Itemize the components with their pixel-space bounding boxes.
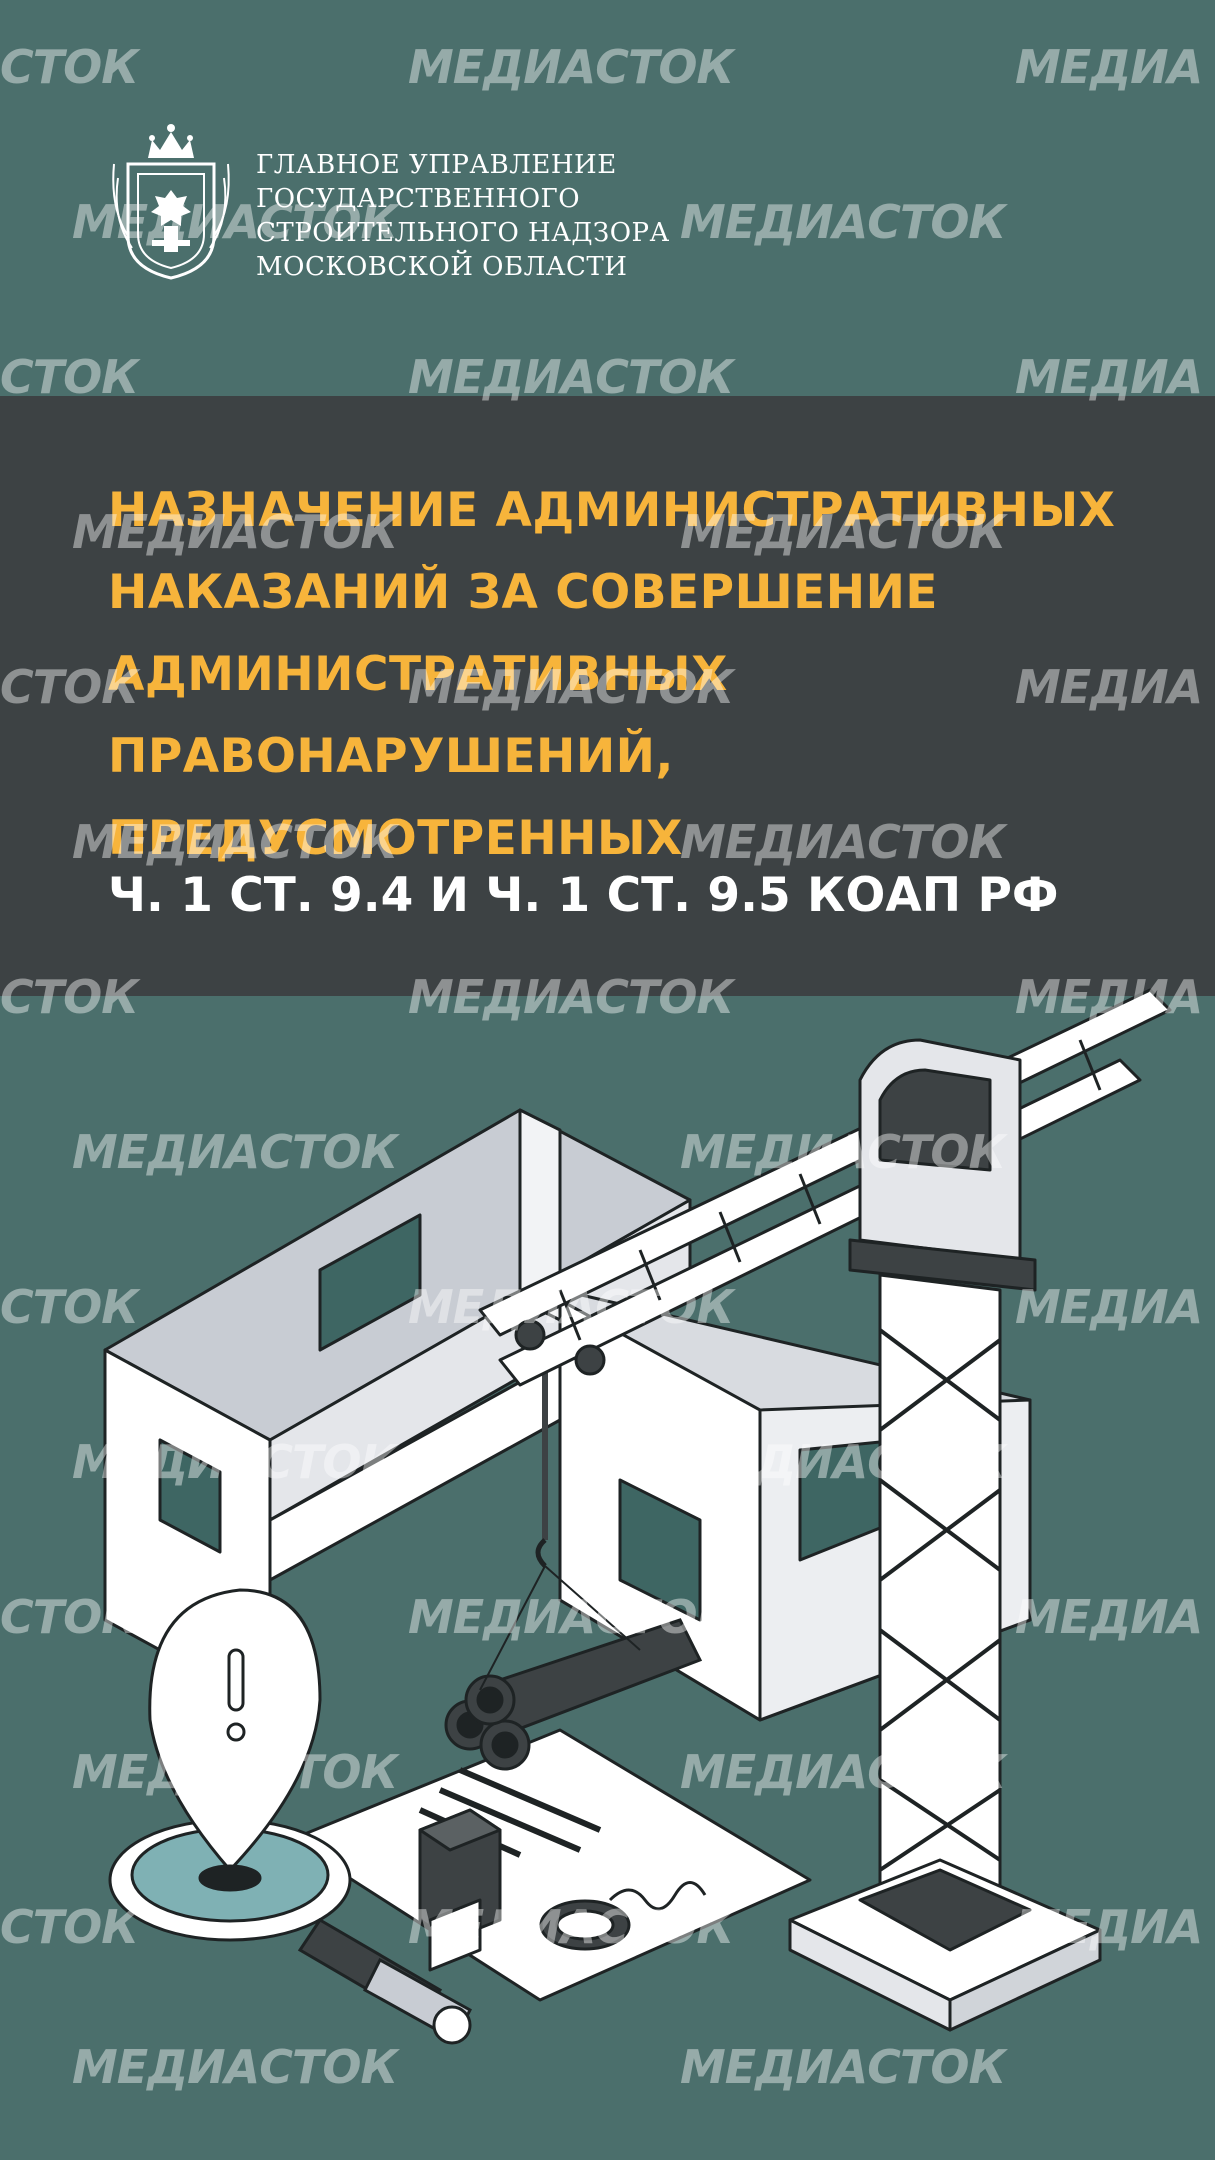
organization-name-line-4: МОСКОВСКОЙ ОБЛАСТИ <box>256 252 628 282</box>
organization-name-line-1: ГЛАВНОЕ УПРАВЛЕНИЕ <box>256 150 617 180</box>
title-band <box>0 396 1215 996</box>
watermark-left-cut: СТОК <box>0 40 139 94</box>
document-icon <box>288 1728 812 2002</box>
tower-crane-icon <box>478 988 1172 2032</box>
organization-name-line-2: ГОСУДАРСТВЕННОГО <box>256 184 581 214</box>
page-title: НАЗНАЧЕНИЕ АДМИНИСТРАТИВНЫХ НАКАЗАНИЙ ЗА… <box>108 470 1168 880</box>
title-line-4: ПРАВОНАРУШЕНИЙ, <box>108 729 674 784</box>
title-line-3: АДМИНИСТРАТИВНЫХ <box>108 647 728 702</box>
title-line-5: ПРЕДУСМОТРЕННЫХ <box>108 811 683 866</box>
watermark: МЕДИАСТОК <box>408 40 734 94</box>
watermark-right-cut: МЕДИА <box>1015 40 1203 94</box>
organization-name-line-3: СТРОИТЕЛЬНОГО НАДЗОРА <box>256 218 670 248</box>
organization-name: ГЛАВНОЕ УПРАВЛЕНИЕ ГОСУДАРСТВЕННОГО СТРО… <box>256 148 670 284</box>
title-line-2: НАКАЗАНИЙ ЗА СОВЕРШЕНИЕ <box>108 565 939 620</box>
page-subtitle: Ч. 1 СТ. 9.4 И Ч. 1 СТ. 9.5 КОАП РФ <box>108 868 1059 923</box>
pipes-bundle-icon <box>444 1360 703 1771</box>
moscow-oblast-coat-of-arms-icon <box>112 124 230 280</box>
title-line-1: НАЗНАЧЕНИЕ АДМИНИСТРАТИВНЫХ <box>108 483 1116 538</box>
stamp-icon <box>418 1808 502 1972</box>
header: ГЛАВНОЕ УПРАВЛЕНИЕ ГОСУДАРСТВЕННОГО СТРО… <box>108 118 1008 288</box>
alert-pin-icon <box>148 1588 322 1892</box>
construction-illustration <box>103 988 1172 2045</box>
